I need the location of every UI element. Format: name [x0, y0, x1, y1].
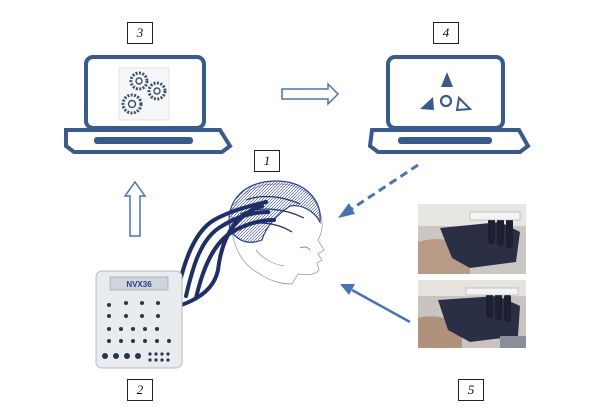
label-step-4: 4: [433, 22, 459, 44]
arrow-4-to-1-dashed: [338, 163, 419, 218]
device-connectors: [102, 301, 171, 362]
gears-icon: [118, 67, 170, 121]
laptop-3: [64, 55, 233, 154]
hand-exoskeleton-photo: [418, 204, 526, 348]
eeg-amplifier-device: NVX36: [95, 270, 183, 369]
arrow-2-to-3: [123, 180, 147, 237]
device-brand-label: NVX36: [126, 280, 152, 289]
eeg-head-illustration: [228, 180, 325, 285]
label-step-1: 1: [254, 150, 280, 172]
label-step-2: 2: [127, 379, 153, 401]
label-step-3: 3: [127, 22, 153, 44]
arrow-3-to-4: [281, 82, 340, 106]
arrow-5-to-1: [340, 284, 411, 324]
label-step-5: 5: [458, 379, 484, 401]
laptop-4: [367, 55, 531, 154]
shapes-icon: [420, 72, 473, 112]
